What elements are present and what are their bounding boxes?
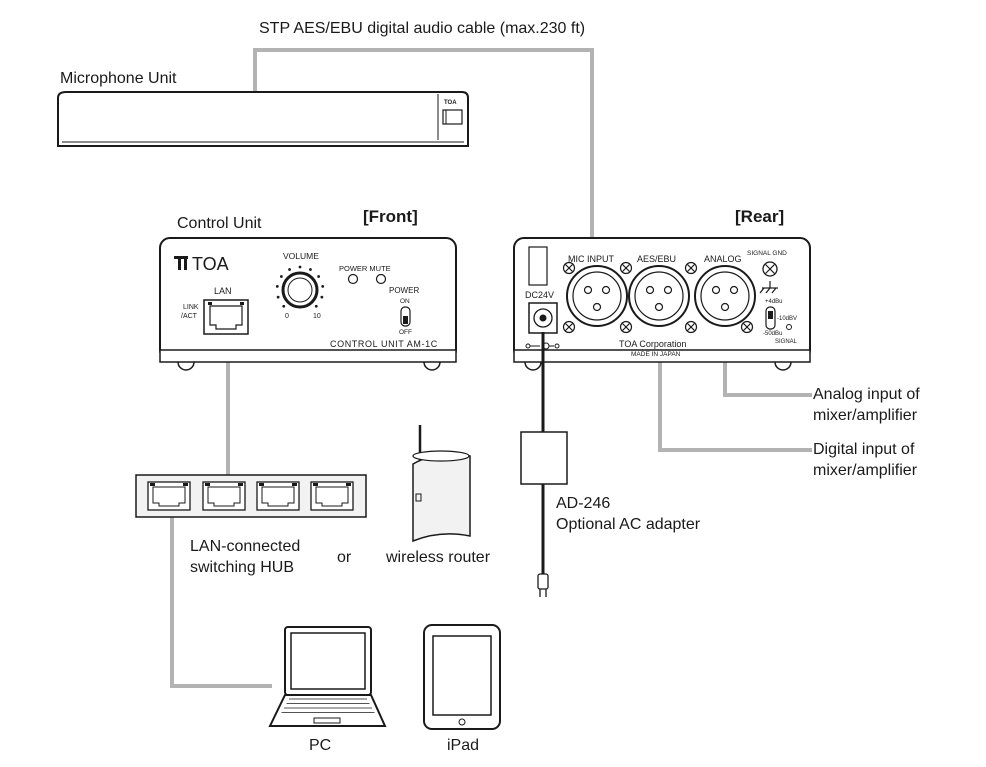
xlr-analog-icon xyxy=(694,265,756,327)
ac-adapter xyxy=(520,332,568,597)
screw-icon xyxy=(684,320,698,334)
analog-output-label-2: mixer/amplifier xyxy=(813,407,918,424)
front-logo-text: TOA xyxy=(192,254,229,274)
power-label: POWER xyxy=(389,286,419,295)
microphone-unit-body xyxy=(57,91,469,147)
laptop-keyboard xyxy=(281,698,375,713)
dial-dot xyxy=(275,285,279,288)
signal-led-icon xyxy=(786,324,792,330)
dc24v-label: DC24V xyxy=(525,290,554,300)
hub-ports xyxy=(147,481,354,511)
microphone-unit-logo: TOA xyxy=(444,100,457,106)
lan-label: LAN xyxy=(214,286,232,296)
dial-dot xyxy=(279,275,283,278)
screw-icon xyxy=(562,261,576,275)
ac-plug-icon xyxy=(537,573,549,590)
hub-port-icon xyxy=(147,481,191,511)
ipad-label: iPad xyxy=(447,737,479,754)
switching-hub xyxy=(135,474,367,518)
xlr-mic-input-icon xyxy=(566,265,628,327)
control-unit-front: TOA LAN LINK /ACT VOLUME 0 10 POWER MUTE… xyxy=(159,237,457,371)
volume-max-label: 10 xyxy=(313,313,321,320)
rear-label: [Rear] xyxy=(735,207,784,226)
laptop-icon xyxy=(268,626,387,727)
cable-label: STP AES/EBU digital audio cable (max.230… xyxy=(259,20,585,37)
dial-dot xyxy=(309,268,312,271)
microphone-unit: TOA xyxy=(57,91,469,147)
maker-label: TOA Corporation xyxy=(619,339,686,349)
dial-dot xyxy=(317,275,321,278)
made-in-label: MADE IN JAPAN xyxy=(631,351,681,358)
analog-output-label-1: Analog input of xyxy=(813,386,920,403)
front-label: [Front] xyxy=(363,207,418,226)
model-label: CONTROL UNIT AM-1C xyxy=(330,339,438,349)
analog-label: ANALOG xyxy=(704,254,742,264)
link-act-label-1: LINK xyxy=(183,304,199,311)
volume-min-label: 0 xyxy=(285,313,289,320)
hub-label-2: switching HUB xyxy=(190,559,294,576)
screw-icons xyxy=(562,261,778,334)
digital-output-label-1: Digital input of xyxy=(813,441,915,458)
link-act-label-2: /ACT xyxy=(181,313,198,320)
pc-cable xyxy=(170,514,272,688)
control-unit-label: Control Unit xyxy=(177,215,262,232)
power-mute-label: POWER MUTE xyxy=(339,264,391,273)
off-label: OFF xyxy=(399,329,412,336)
hub-port-icon xyxy=(310,481,354,511)
volume-knob-icon xyxy=(275,265,325,308)
ipad-icon xyxy=(423,624,501,730)
level-label-1: +4dBu xyxy=(765,299,783,305)
hub-port-icon xyxy=(202,481,246,511)
dial-dot xyxy=(314,304,318,308)
dial-dot xyxy=(321,285,325,288)
microphone-unit-button xyxy=(442,109,463,125)
dial-dot xyxy=(320,295,324,299)
adapter-label-2: Optional AC adapter xyxy=(556,516,701,533)
gnd-terminal-icon xyxy=(762,261,778,277)
screw-icon xyxy=(740,320,754,334)
digital-output-label-2: mixer/amplifier xyxy=(813,462,918,479)
power-led-icon xyxy=(347,273,359,285)
lan-port-icon xyxy=(203,299,249,335)
signal-gnd-label: SIGNAL GND xyxy=(747,250,787,257)
ac-adapter-body xyxy=(520,431,568,485)
mute-led-icon xyxy=(375,273,387,285)
pc-label: PC xyxy=(309,737,331,754)
volume-label: VOLUME xyxy=(283,251,319,261)
ground-icon xyxy=(759,281,778,294)
adapter-label-1: AD-246 xyxy=(556,495,610,512)
screw-icon xyxy=(562,320,576,334)
or-label: or xyxy=(337,549,352,566)
aes-ebu-cable xyxy=(253,48,594,298)
screw-icon xyxy=(684,261,698,275)
mic-input-label: MIC INPUT xyxy=(568,254,615,264)
hub-port-icon xyxy=(256,481,300,511)
screw-icon xyxy=(619,261,633,275)
signal-label: SIGNAL xyxy=(775,339,798,345)
level-label-2: -10dBV xyxy=(777,316,797,322)
dial-dot xyxy=(276,295,280,299)
level-label-3: -50dBu xyxy=(763,331,782,337)
on-label: ON xyxy=(400,298,410,305)
dial-dot xyxy=(288,268,291,271)
microphone-unit-label: Microphone Unit xyxy=(60,70,177,87)
aes-ebu-label: AES/EBU xyxy=(637,254,676,264)
dial-dot xyxy=(298,265,302,269)
control-unit-rear: DC24V MIC INPUT AES/EBU ANALOG SIGNAL GN… xyxy=(513,237,811,371)
screw-icon xyxy=(619,320,633,334)
hub-label-1: LAN-connected xyxy=(190,538,300,555)
vent-slot xyxy=(528,246,548,286)
toa-logo-icon xyxy=(174,256,188,270)
dial-dot xyxy=(282,304,286,308)
xlr-aes-ebu-icon xyxy=(628,265,690,327)
router-label: wireless router xyxy=(385,549,491,566)
wireless-router-icon xyxy=(412,425,471,543)
